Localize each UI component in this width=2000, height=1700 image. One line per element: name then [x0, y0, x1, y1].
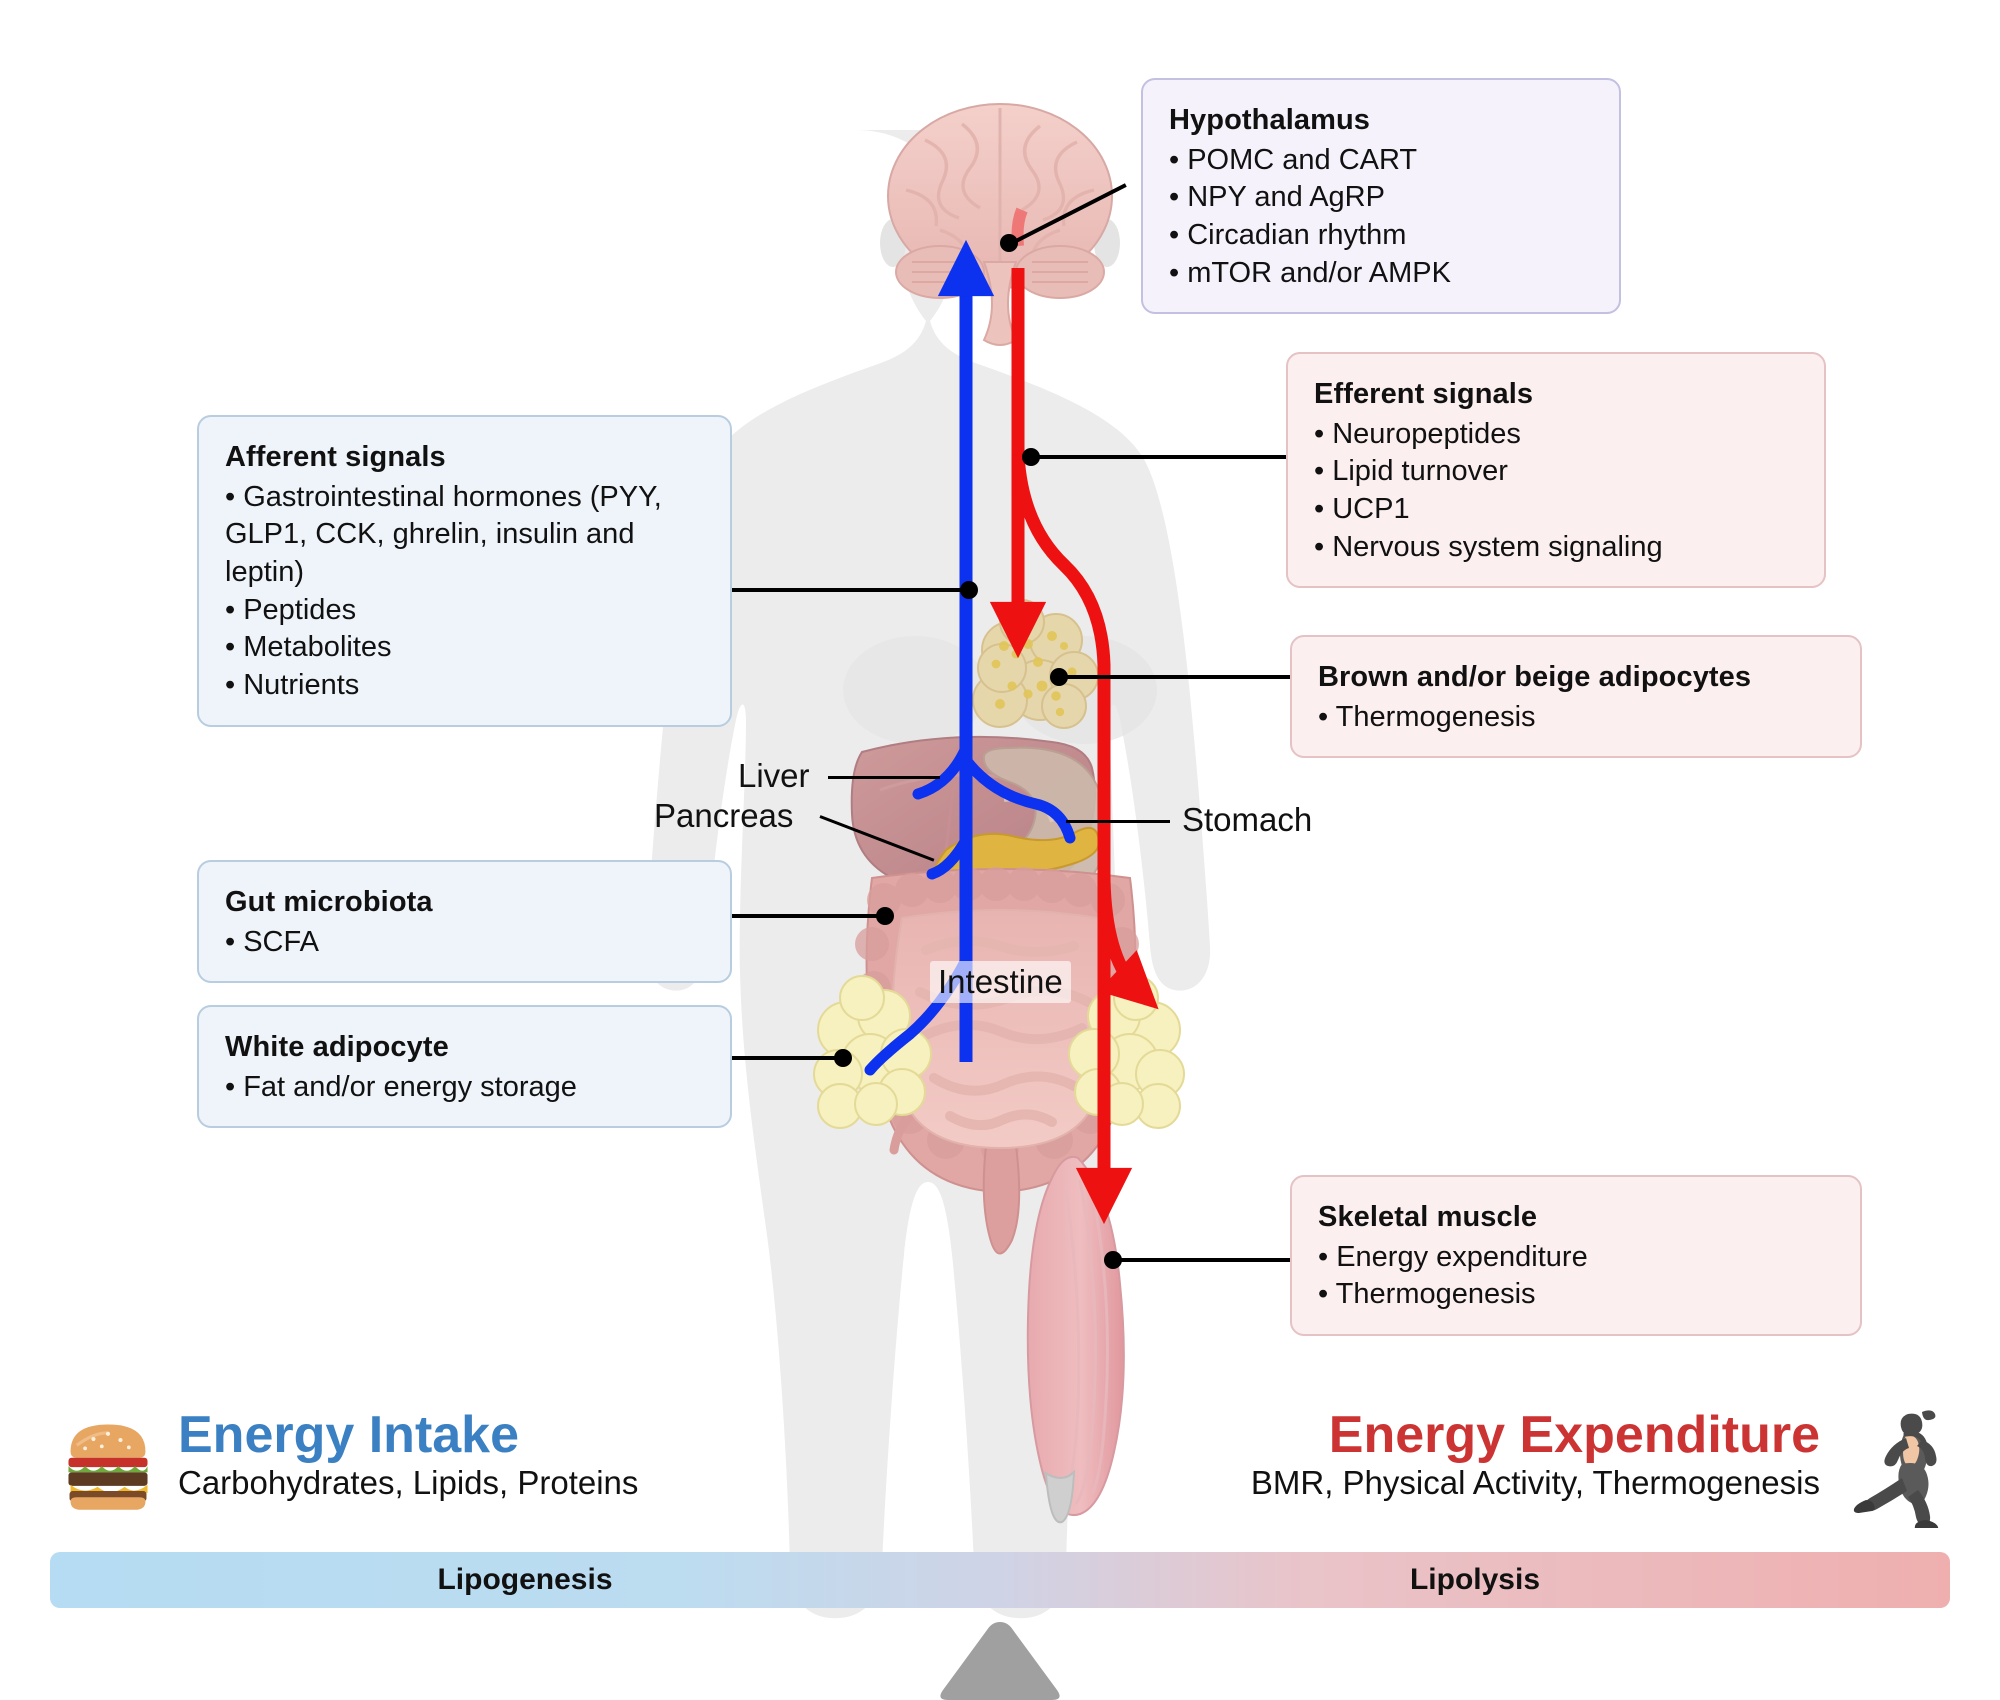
box-hypothalamus-title: Hypothalamus	[1169, 104, 1371, 136]
brain-illustration	[887, 103, 1113, 346]
organ-label-liver: Liver	[738, 757, 810, 794]
leader-line-liver	[828, 776, 940, 779]
efferent-signal-branch-muscle	[1011, 454, 1133, 1225]
box-afferent-signals-title: Afferent signals	[225, 441, 446, 473]
box-efferent-signals[interactable]: Efferent signals • Neuropeptides • Lipid…	[1286, 352, 1826, 589]
box-gut-microbiota[interactable]: Gut microbiota • SCFA	[197, 860, 732, 984]
leader-line-skeletal-muscle	[1112, 1258, 1290, 1262]
stomach-illustration	[962, 746, 1109, 918]
list-item: • UCP1	[1314, 493, 1410, 526]
energy-expenditure-title: Energy Expenditure	[1328, 1406, 1820, 1464]
balance-label-lipolysis: Lipolysis	[1409, 1563, 1541, 1596]
energy-intake-summary: Energy Intake Carbohydrates, Lipids, Pro…	[56, 1408, 638, 1516]
box-hypothalamus-list: • POMC and CART • NPY and AgRP • Circadi…	[1169, 142, 1593, 293]
list-item: • POMC and CART	[1169, 143, 1418, 176]
leader-line-pancreas	[819, 815, 935, 862]
energy-intake-subtitle: Carbohydrates, Lipids, Proteins	[178, 1463, 639, 1501]
anchor-dot-efferent	[1022, 448, 1040, 466]
small-intestine-illustration	[891, 909, 1109, 1150]
anchor-dot-white-adipocyte	[834, 1049, 852, 1067]
box-gut-microbiota-title: Gut microbiota	[225, 886, 433, 918]
list-item: • Gastrointestinal hormones (PYY, GLP1, …	[225, 480, 662, 589]
running-person-icon	[1853, 1410, 1939, 1528]
list-item: • Metabolites	[225, 631, 392, 664]
list-item: • Energy expenditure	[1318, 1240, 1588, 1273]
list-item: • Thermogenesis	[1318, 1278, 1536, 1311]
energy-intake-title: Energy Intake	[178, 1406, 520, 1464]
list-item: • Neuropeptides	[1314, 417, 1521, 450]
list-item: • NPY and AgRP	[1169, 181, 1385, 214]
pancreas-illustration	[930, 826, 1100, 927]
leader-line-efferent	[1030, 455, 1288, 459]
organ-label-stomach: Stomach	[1182, 801, 1313, 838]
brown-adipocyte-illustration	[972, 599, 1099, 729]
box-skeletal-muscle-list: • Energy expenditure • Thermogenesis	[1318, 1239, 1834, 1314]
box-efferent-signals-title: Efferent signals	[1314, 378, 1534, 410]
anchor-dot-gut-microbiota	[876, 907, 894, 925]
skeletal-muscle-illustration	[1026, 1156, 1125, 1524]
leader-line-hypothalamus	[1009, 183, 1127, 246]
box-gut-microbiota-list: • SCFA	[225, 924, 704, 962]
leader-line-afferent	[732, 588, 970, 592]
box-afferent-signals[interactable]: Afferent signals • Gastrointestinal horm…	[197, 415, 732, 727]
leader-line-brown-adipocytes	[1058, 675, 1290, 679]
leader-line-white-adipocyte	[732, 1056, 842, 1060]
anchor-dot-afferent	[960, 581, 978, 599]
list-item: • SCFA	[225, 925, 319, 958]
box-skeletal-muscle-title: Skeletal muscle	[1318, 1201, 1538, 1233]
anchor-dot-hypothalamus	[1000, 234, 1018, 252]
energy-expenditure-subtitle: BMR, Physical Activity, Thermogenesis	[1250, 1463, 1820, 1501]
box-brown-adipocytes-title: Brown and/or beige adipocytes	[1318, 661, 1752, 693]
box-white-adipocyte-list: • Fat and/or energy storage	[225, 1069, 704, 1107]
large-intestine-illustration	[855, 867, 1139, 1255]
list-item: • Nervous system signaling	[1314, 530, 1663, 563]
box-afferent-signals-list: • Gastrointestinal hormones (PYY, GLP1, …	[225, 479, 704, 705]
organ-label-intestine: Intestine	[930, 961, 1071, 1003]
list-item: • Nutrients	[225, 669, 360, 702]
box-white-adipocyte[interactable]: White adipocyte • Fat and/or energy stor…	[197, 1005, 732, 1129]
box-brown-adipocytes-list: • Thermogenesis	[1318, 699, 1834, 737]
list-item: • Thermogenesis	[1318, 700, 1536, 733]
afferent-vessel-branches	[864, 742, 1076, 1076]
organ-label-pancreas: Pancreas	[654, 797, 794, 834]
list-item: • Lipid turnover	[1314, 455, 1508, 488]
box-hypothalamus[interactable]: Hypothalamus • POMC and CART • NPY and A…	[1141, 78, 1621, 315]
anchor-dot-skeletal-muscle	[1104, 1251, 1122, 1269]
energy-expenditure-summary: Energy Expenditure BMR, Physical Activit…	[1251, 1408, 1944, 1528]
hamburger-icon	[68, 1424, 148, 1510]
liver-illustration	[850, 735, 1096, 899]
energy-balance-bar: Lipogenesis Lipolysis	[50, 1552, 1950, 1608]
box-white-adipocyte-title: White adipocyte	[225, 1031, 449, 1063]
efferent-signal-branch-wat	[1097, 879, 1159, 1010]
box-brown-adipocytes[interactable]: Brown and/or beige adipocytes • Thermoge…	[1290, 635, 1862, 759]
balance-label-lipogenesis: Lipogenesis	[437, 1563, 613, 1596]
box-skeletal-muscle[interactable]: Skeletal muscle • Energy expenditure • T…	[1290, 1175, 1862, 1337]
list-item: • Peptides	[225, 593, 357, 626]
leader-line-stomach	[1066, 820, 1170, 823]
list-item: • Circadian rhythm	[1169, 219, 1407, 252]
box-efferent-signals-list: • Neuropeptides • Lipid turnover • UCP1 …	[1314, 416, 1798, 567]
list-item: • mTOR and/or AMPK	[1169, 256, 1451, 289]
list-item: • Fat and/or energy storage	[225, 1070, 577, 1103]
leader-line-gut-microbiota	[732, 914, 884, 918]
anchor-dot-brown-adipocytes	[1050, 668, 1068, 686]
